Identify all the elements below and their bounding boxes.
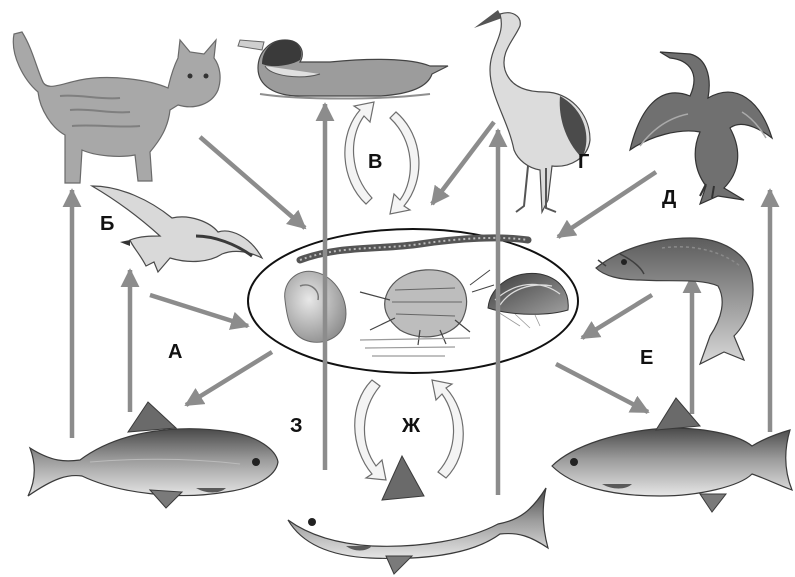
arrow-cormorant-to-benthos [558, 172, 656, 237]
roach-fish-right [552, 398, 792, 512]
roach-fish-left [28, 402, 278, 508]
label-v: В [368, 151, 382, 173]
arrow-heron-to-benthos [432, 122, 494, 204]
label-d: Д [662, 187, 676, 209]
arrow-pike-to-benthos [582, 295, 652, 338]
cat-picture [13, 32, 220, 183]
label-a: А [168, 341, 182, 363]
label-zh: Ж [401, 415, 421, 437]
label-b: Б [100, 213, 114, 235]
duck-picture [238, 40, 448, 99]
label-z: З [290, 415, 303, 437]
label-g: Г [578, 151, 589, 173]
gull-picture [92, 186, 262, 272]
label-e: Е [640, 347, 653, 369]
arrow-cat-to-benthos [200, 137, 305, 228]
pike-picture [596, 238, 753, 364]
arrow-gull-to-benthos [150, 295, 248, 326]
roach-fish-bottom [288, 456, 548, 574]
arrow-benthos-to-fish-left [186, 352, 272, 405]
cormorant-picture [630, 52, 772, 204]
arrow-benthos-to-fish-right [556, 364, 648, 412]
heron-picture [474, 10, 590, 212]
